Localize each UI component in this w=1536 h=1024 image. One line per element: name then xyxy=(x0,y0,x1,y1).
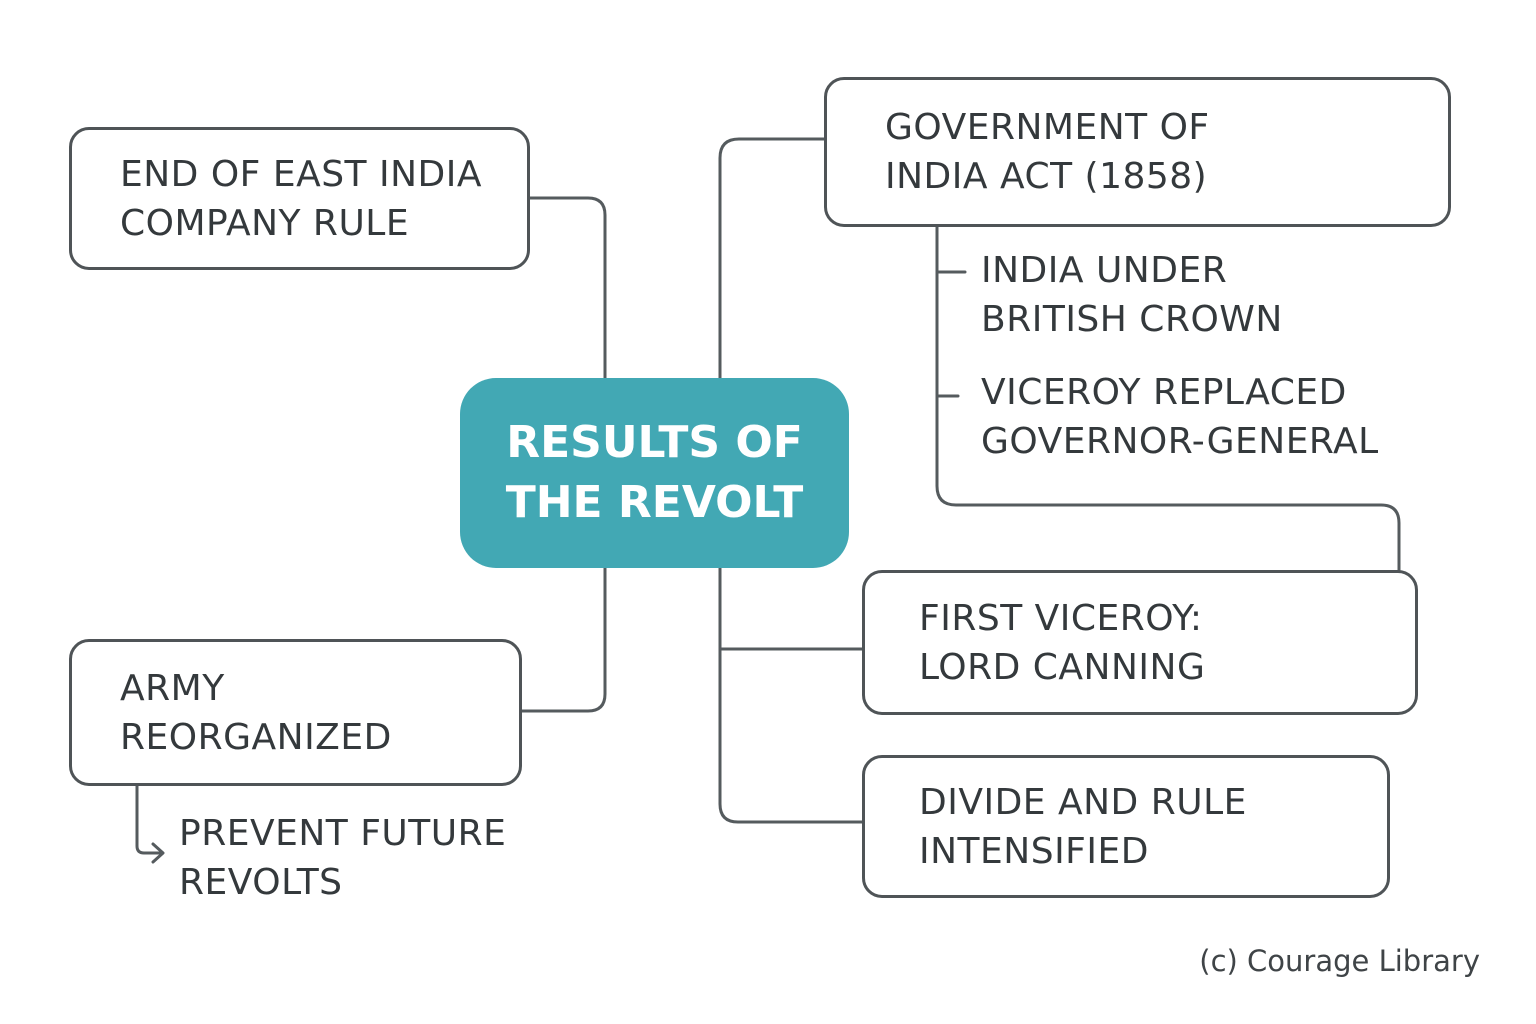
connector-prevent-revolts xyxy=(135,784,164,855)
center-node: RESULTS OF THE REVOLT xyxy=(460,378,849,568)
node-text-line: INDIA UNDER xyxy=(981,250,1228,291)
node-viceroy-replaced: VICEROY REPLACED GOVERNOR-GENERAL xyxy=(981,368,1379,466)
node-text-line: INTENSIFIED xyxy=(919,830,1149,872)
node-text-line: REORGANIZED xyxy=(120,716,392,758)
connector-right-lower xyxy=(718,566,866,824)
node-prevent-revolts: PREVENT FUTURE REVOLTS xyxy=(179,809,506,907)
connector-end-company-rule xyxy=(528,196,607,380)
connector-army-reorganized xyxy=(520,566,607,713)
node-text-line: FIRST VICEROY: xyxy=(919,597,1203,639)
node-text-line: LORD CANNING xyxy=(919,646,1206,688)
node-end-company-rule: END OF EAST INDIA COMPANY RULE xyxy=(69,127,530,270)
node-text-line: GOVERNOR-GENERAL xyxy=(981,421,1379,462)
node-text-line: GOVERNMENT OF xyxy=(885,107,1210,148)
center-title-line: THE REVOLT xyxy=(505,477,804,528)
node-text-line: INDIA ACT (1858) xyxy=(885,156,1208,197)
connector-govt-india-act xyxy=(718,137,826,380)
copyright-credit: (c) Courage Library xyxy=(1199,944,1480,978)
node-text-line: COMPANY RULE xyxy=(120,202,410,244)
node-text-line: ARMY xyxy=(120,667,225,709)
node-text-line: REVOLTS xyxy=(179,862,343,903)
node-british-crown: INDIA UNDER BRITISH CROWN xyxy=(981,246,1283,344)
node-text-line: DIVIDE AND RULE xyxy=(919,781,1247,823)
node-text-line: END OF EAST INDIA xyxy=(120,153,482,195)
node-govt-india-act: GOVERNMENT OF INDIA ACT (1858) xyxy=(824,77,1451,227)
node-army-reorganized: ARMY REORGANIZED xyxy=(69,639,522,786)
node-divide-rule: DIVIDE AND RULE INTENSIFIED xyxy=(862,755,1390,898)
center-title-line: RESULTS OF xyxy=(506,417,803,468)
connector-govt-sub-branches xyxy=(935,225,1401,572)
node-first-viceroy: FIRST VICEROY: LORD CANNING xyxy=(862,570,1418,715)
node-text-line: BRITISH CROWN xyxy=(981,299,1283,340)
node-text-line: PREVENT FUTURE xyxy=(179,813,507,854)
arrow-head xyxy=(151,842,165,864)
node-text-line: VICEROY REPLACED xyxy=(981,372,1347,413)
